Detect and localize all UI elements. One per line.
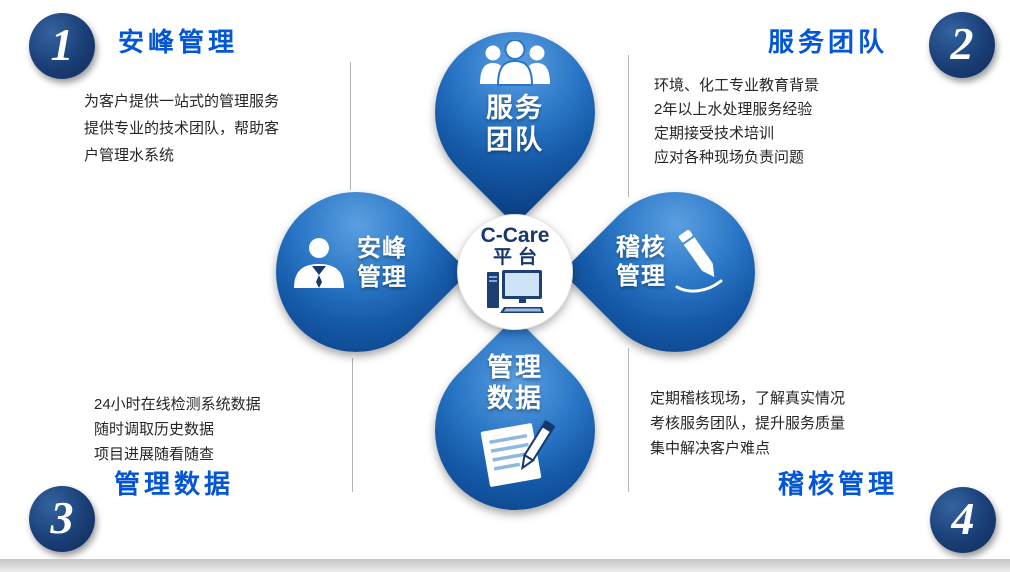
petal-label-audit-management: 稽核 管理 (616, 233, 666, 292)
text-line: 定期接受技术培训 (654, 125, 775, 142)
heading-service-team: 服务团队 (768, 27, 889, 57)
text-line: 环境、化工专业教育背景 (654, 77, 820, 94)
text-line: 24小时在线检测系统数据 (94, 396, 261, 413)
footer-bar (0, 559, 1010, 572)
center-title: C-Care (480, 224, 550, 247)
text-line: 项目进展随看随查 (94, 446, 215, 463)
heading-audit-management: 稽核管理 (778, 469, 899, 499)
textblock-audit-management: 定期稽核现场，了解真实情况 考核服务团队，提升服务质量 集中解决客户难点 (650, 386, 845, 461)
text-line: 户管理水系统 (84, 147, 175, 164)
text-line: 定期稽核现场，了解真实情况 (650, 390, 846, 407)
textblock-management-data: 24小时在线检测系统数据 随时调取历史数据 项目进展随看随查 (94, 392, 261, 467)
connector-line-top-right (628, 55, 629, 197)
textblock-service-team: 环境、化工专业教育背景 2年以上水处理服务经验 定期接受技术培训 应对各种现场负… (654, 74, 819, 170)
connector-line-bottom-right (628, 348, 629, 492)
petal-management-data: 管理 数据 (440, 352, 590, 496)
pencil-icon (675, 230, 723, 293)
number-badge-1: 1 (29, 13, 95, 79)
petal-label-line: 稽核 (616, 233, 666, 261)
petal-label-line: 服务 (486, 93, 544, 123)
petal-audit-management: 稽核 管理 (616, 230, 726, 294)
number-4: 4 (951, 492, 975, 544)
text-line: 考核服务团队，提升服务质量 (650, 415, 846, 432)
heading-management-data: 管理数据 (114, 469, 235, 499)
number-badge-2: 2 (929, 12, 995, 78)
text-line: 集中解决客户难点 (650, 440, 771, 457)
petal-label-line: 安峰 (357, 235, 407, 262)
center-platform: C-Care 平台 (458, 215, 572, 329)
petal-service-team: 服务 团队 (440, 39, 590, 157)
petal-label-line: 管理 (486, 352, 543, 382)
businessman-icon (294, 238, 344, 289)
document-pen-icon (480, 420, 556, 488)
connector-line-top-left (350, 62, 351, 190)
petal-label-service-team: 服务 团队 (440, 93, 590, 157)
text-line: 为客户提供一站式的管理服务 (84, 93, 280, 110)
text-line: 提供专业的技术团队，帮助客 (84, 120, 280, 137)
text-line: 2年以上水处理服务经验 (654, 101, 813, 118)
team-people-icon (480, 39, 550, 86)
text-line: 随时调取历史数据 (94, 421, 215, 438)
heading-anfeng-management: 安峰管理 (118, 27, 239, 57)
text-line: 应对各种现场负责问题 (654, 149, 805, 166)
number-badge-3: 3 (29, 486, 95, 552)
number-1: 1 (50, 18, 74, 70)
textblock-anfeng-management: 为客户提供一站式的管理服务 提供专业的技术团队，帮助客 户管理水系统 (84, 88, 279, 169)
center-subtitle: 平台 (492, 247, 543, 269)
petal-anfeng-management: 安峰 管理 (290, 234, 407, 293)
petal-label-anfeng-management: 安峰 管理 (357, 234, 407, 293)
number-3: 3 (50, 491, 74, 543)
number-2: 2 (950, 17, 974, 69)
computer-icon (487, 269, 544, 313)
petal-label-management-data: 管理 数据 (440, 352, 590, 413)
petal-label-line: 团队 (486, 124, 544, 155)
petal-label-line: 管理 (616, 263, 666, 290)
number-badge-4: 4 (930, 487, 996, 553)
connector-line-bottom-left (352, 358, 353, 492)
petal-label-line: 管理 (357, 264, 407, 292)
petal-label-line: 数据 (486, 382, 543, 413)
